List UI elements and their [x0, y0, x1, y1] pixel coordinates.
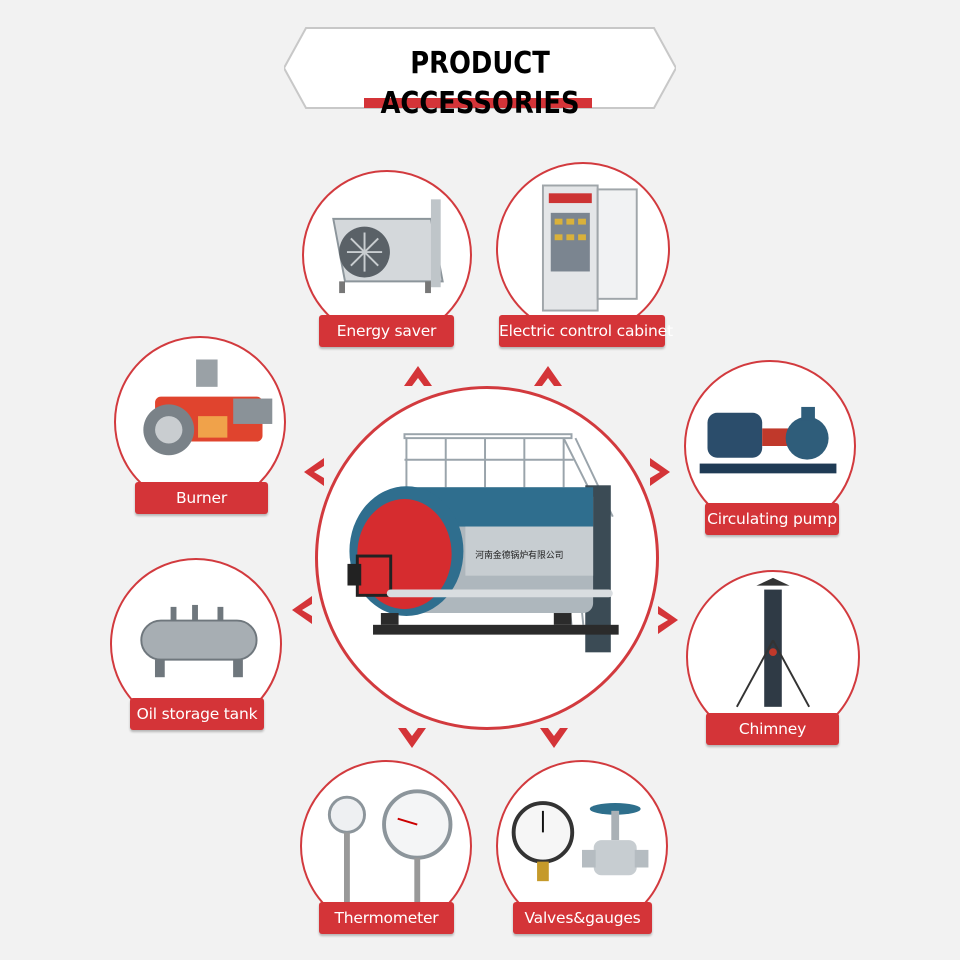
energy-saver-label: Energy saver — [319, 315, 454, 347]
arrow-right-lower-icon — [658, 606, 678, 634]
control-cabinet-icon — [541, 184, 638, 312]
arrow-right-icon — [650, 458, 670, 486]
pump-icon — [699, 406, 837, 474]
chimney-icon — [735, 577, 811, 708]
arrow-up-left-icon — [404, 366, 432, 386]
burner-image — [114, 336, 286, 508]
energy-saver-icon — [332, 199, 444, 294]
thermometer-label: Thermometer — [319, 902, 454, 934]
burner-icon — [143, 359, 273, 456]
valve-gauge-icon — [511, 801, 649, 882]
thermometer-icon — [327, 789, 453, 913]
page-title: PRODUCT ACCESSORIES — [380, 46, 580, 121]
arrow-down-right-icon — [540, 728, 568, 748]
burner-label: Burner — [135, 482, 268, 514]
header-banner — [284, 27, 676, 109]
tank-label: Oil storage tank — [130, 698, 264, 730]
boiler-text: 河南金德锅炉有限公司 — [475, 549, 563, 561]
valve-gauge-label: Valves&gauges — [513, 902, 652, 934]
tank-icon — [140, 604, 258, 678]
boiler-image: 河南金德锅炉有限公司 — [315, 386, 659, 730]
arrow-up-right-icon — [534, 366, 562, 386]
control-cabinet-label: Electric control cabinet — [499, 315, 673, 347]
boiler-icon: 河南金德锅炉有限公司 — [347, 433, 619, 653]
arrow-down-left-icon — [398, 728, 426, 748]
chimney-label: Chimney — [706, 713, 839, 745]
energy-saver-image — [302, 170, 472, 340]
pump-label: Circulating pump — [705, 503, 839, 535]
arrow-left-lower-icon — [292, 596, 312, 624]
arrow-left-icon — [304, 458, 324, 486]
control-cabinet-image — [496, 162, 670, 336]
